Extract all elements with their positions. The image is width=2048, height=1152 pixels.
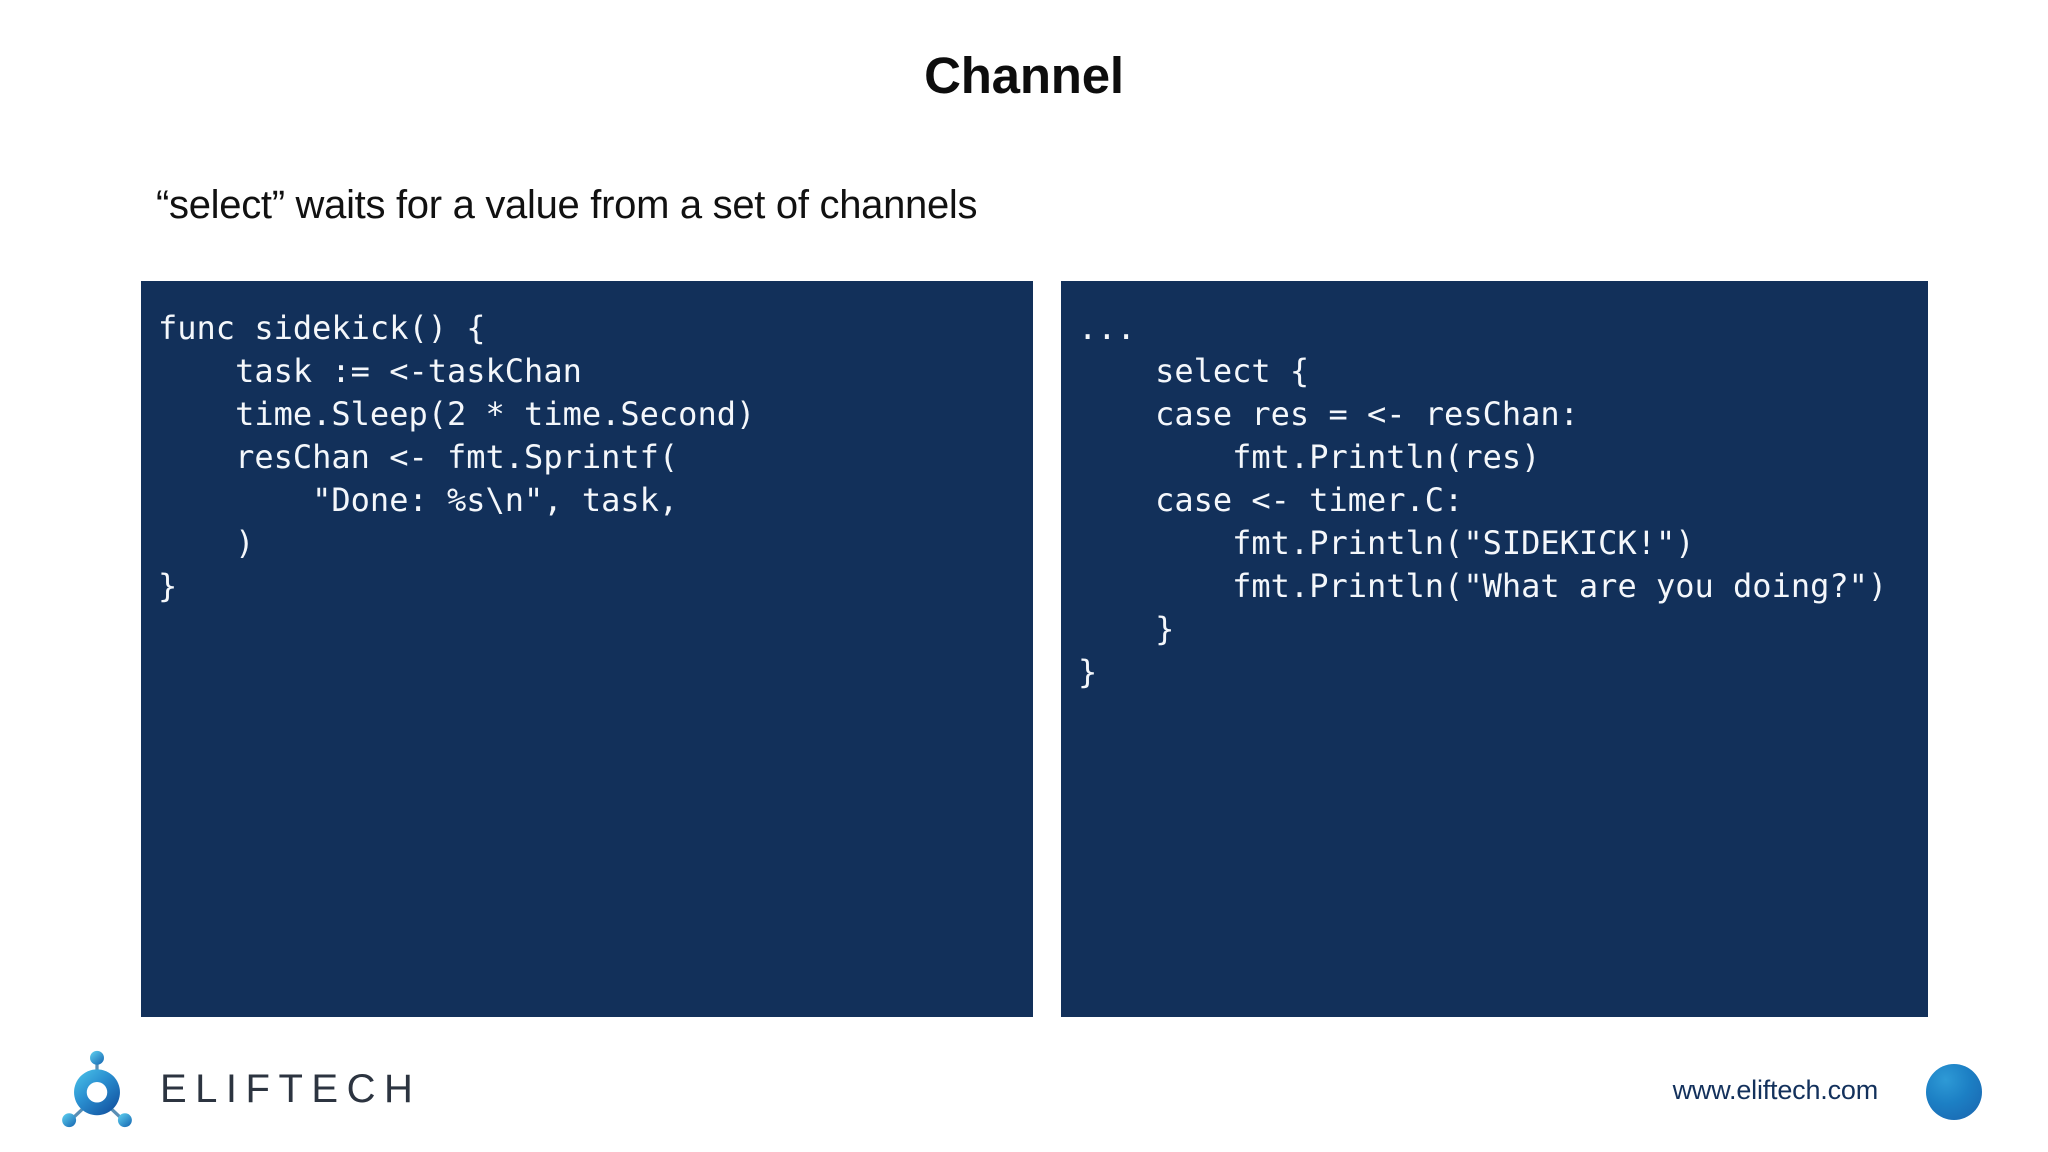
code-text-left: func sidekick() { task := <-taskChan tim… xyxy=(158,309,756,605)
code-block-left: func sidekick() { task := <-taskChan tim… xyxy=(141,281,1033,1017)
brand-lockup: ELIFTECH xyxy=(56,1048,421,1130)
slide-subtitle: “select” waits for a value from a set of… xyxy=(156,183,978,227)
code-block-right: ... select { case res = <- resChan: fmt.… xyxy=(1061,281,1928,1017)
page-title: Channel xyxy=(924,47,1124,104)
brand-name: ELIFTECH xyxy=(160,1067,422,1111)
site-url[interactable]: www.eliftech.com xyxy=(1672,1075,1879,1105)
slide-footer: ELIFTECH www.eliftech.com xyxy=(0,1017,2048,1152)
eliftech-molecule-logo-icon xyxy=(56,1048,138,1130)
corner-accent-dot-icon xyxy=(1926,1064,1982,1120)
code-text-right: ... select { case res = <- resChan: fmt.… xyxy=(1078,309,1888,691)
